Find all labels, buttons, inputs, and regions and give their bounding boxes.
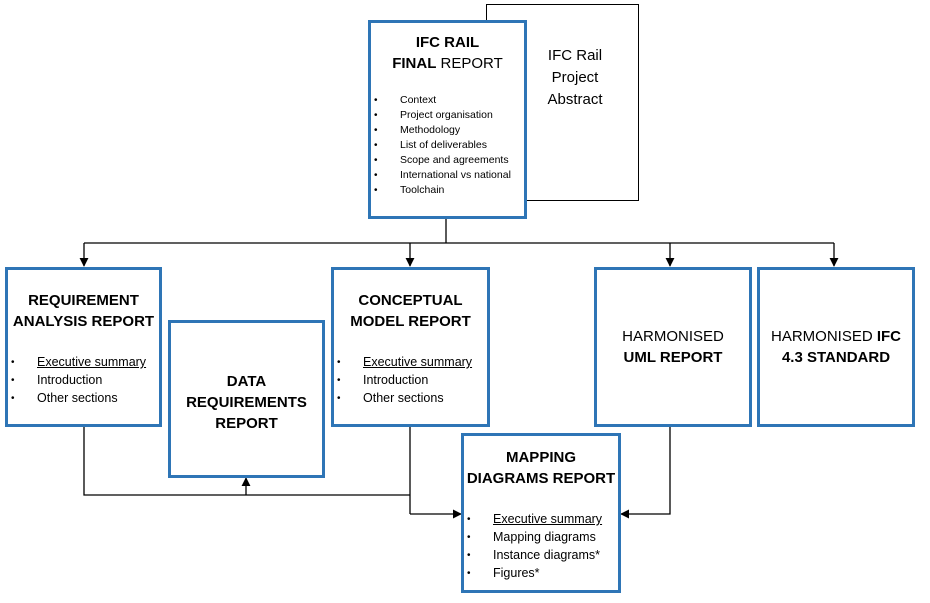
data-req-title-line1: DATA xyxy=(226,373,267,390)
requirement-title-line1: REQUIREMENT xyxy=(28,292,139,309)
list-item: International vs national xyxy=(374,168,524,183)
list-item: List of deliverables xyxy=(374,138,524,153)
list-item: Other sections xyxy=(11,389,161,408)
mapping-title-line1: MAPPING xyxy=(505,449,576,466)
abstract-line-2: Project xyxy=(551,69,599,86)
conceptual-model-report-box: CONCEPTUAL MODEL REPORT Executive summar… xyxy=(331,267,490,427)
final-report-box: IFC RAIL FINAL REPORT Context Project or… xyxy=(368,20,527,219)
conceptual-title-line2: MODEL REPORT xyxy=(350,313,471,330)
list-item: Toolchain xyxy=(374,183,524,198)
abstract-line-3: Abstract xyxy=(547,91,603,108)
data-requirements-report-box: DATA REQUIREMENTS REPORT xyxy=(168,320,325,478)
final-report-contents: Context Project organisation Methodology… xyxy=(374,93,524,198)
list-item: Executive summary xyxy=(467,510,619,529)
list-item: Context xyxy=(374,93,524,108)
requirement-title-line2: ANALYSIS REPORT xyxy=(12,313,155,330)
uml-title-line1: HARMONISED xyxy=(622,328,724,345)
final-report-title-line2-rest: REPORT xyxy=(440,55,503,72)
conceptual-contents: Executive summary Introduction Other sec… xyxy=(337,353,489,408)
data-req-title-line3: REPORT xyxy=(215,415,278,432)
final-report-title-line1: IFC RAIL xyxy=(415,34,480,51)
list-item: Instance diagrams* xyxy=(467,546,619,565)
conceptual-title-line1: CONCEPTUAL xyxy=(358,292,463,309)
mapping-contents: Executive summary Mapping diagrams Insta… xyxy=(467,510,619,583)
list-item: Methodology xyxy=(374,123,524,138)
mapping-diagrams-report-box: MAPPING DIAGRAMS REPORT Executive summar… xyxy=(461,433,621,593)
requirement-analysis-report-box: REQUIREMENT ANALYSIS REPORT Executive su… xyxy=(5,267,162,427)
arrow-uml-to-mapping xyxy=(620,427,671,519)
list-item: Project organisation xyxy=(374,108,524,123)
ifc-title-line1a: HARMONISED xyxy=(770,328,873,345)
list-item: Mapping diagrams xyxy=(467,528,619,547)
abstract-line-1: IFC Rail xyxy=(547,47,603,64)
harmonised-ifc-standard-box: HARMONISED IFC 4.3 STANDARD xyxy=(757,267,915,427)
mapping-title-line2: DIAGRAMS REPORT xyxy=(466,470,616,487)
ifc-title-line1b: IFC xyxy=(876,328,902,345)
uml-title-line2: UML REPORT xyxy=(623,349,723,366)
list-item: Executive summary xyxy=(11,353,161,372)
list-item: Executive summary xyxy=(337,353,489,372)
requirement-contents: Executive summary Introduction Other sec… xyxy=(11,353,161,408)
list-item: Other sections xyxy=(337,389,489,408)
list-item: Introduction xyxy=(337,371,489,390)
data-req-title-line2: REQUIREMENTS xyxy=(186,394,307,411)
list-item: Figures* xyxy=(467,564,619,583)
final-report-title-line2: FINAL xyxy=(392,55,437,72)
list-item: Introduction xyxy=(11,371,161,390)
connector-requirement-to-data xyxy=(83,427,410,496)
list-item: Scope and agreements xyxy=(374,153,524,168)
ifc-title-line2: 4.3 STANDARD xyxy=(781,349,891,366)
harmonised-uml-report-box: HARMONISED UML REPORT xyxy=(594,267,752,427)
